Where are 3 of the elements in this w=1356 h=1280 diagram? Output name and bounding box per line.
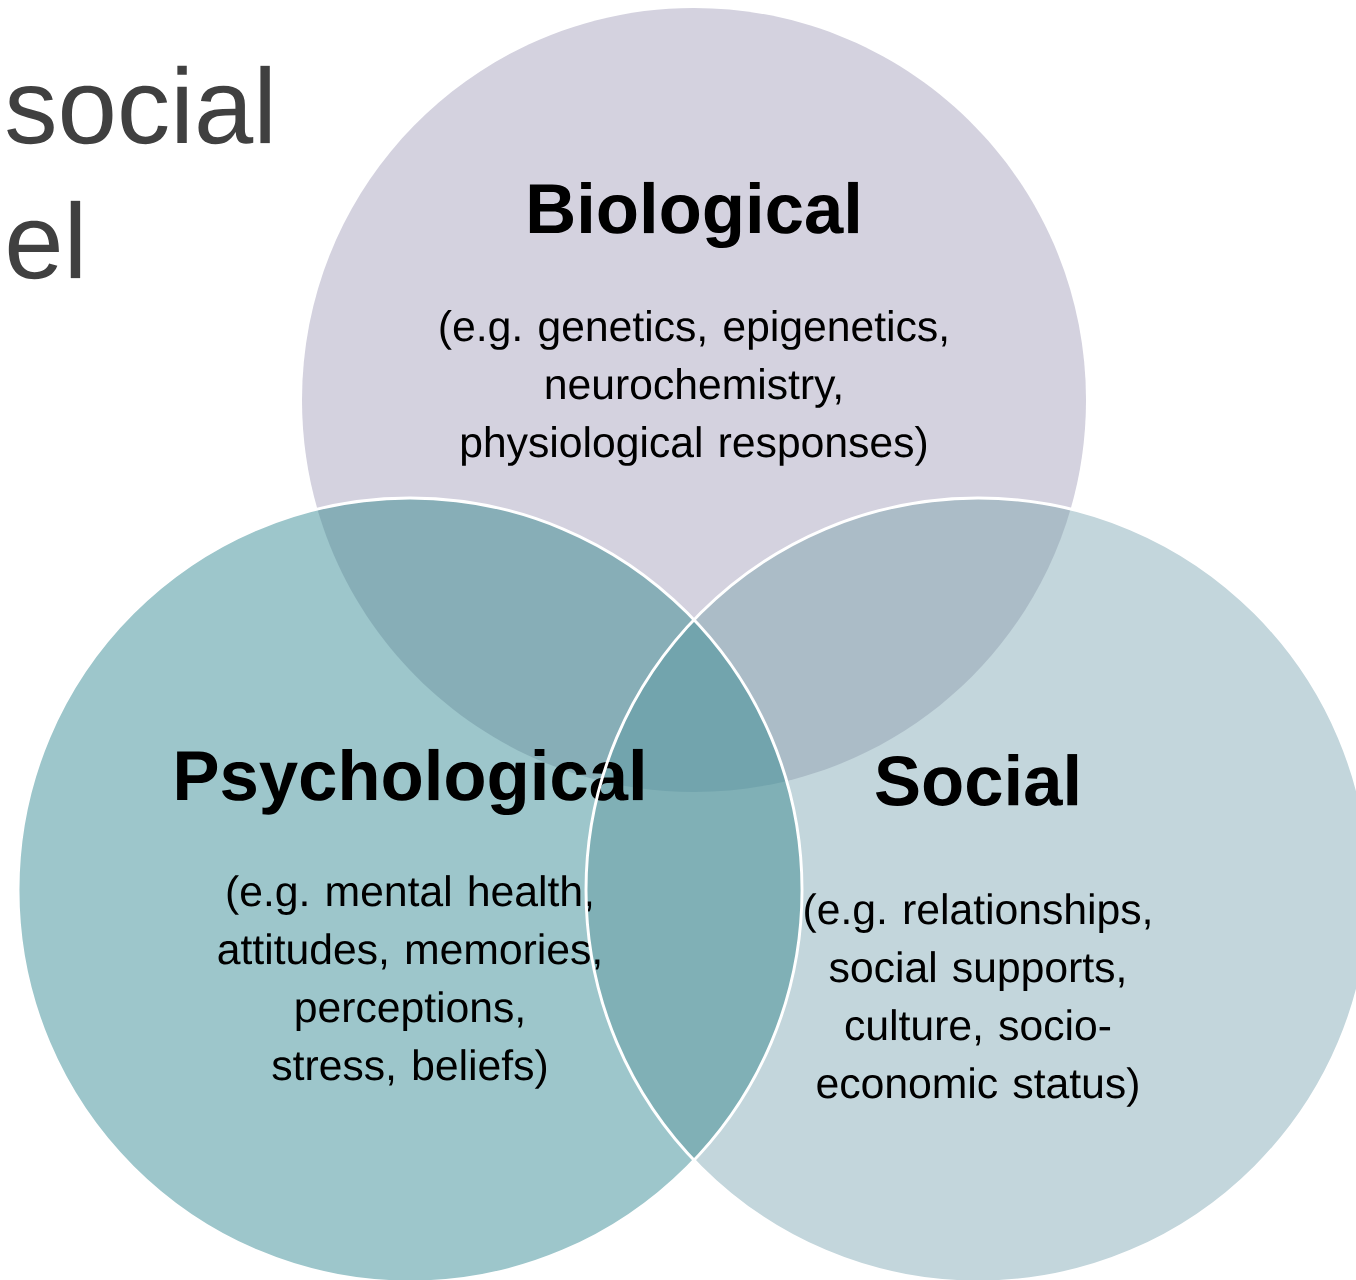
circle-description: (e.g. relationships, social supports, culture, socio-economic status) [805,893,1150,1107]
circle-description: (e.g. mental health, attitudes, memories, perceptions, stress, beliefs) [218,875,600,1089]
title-fragment: el [8,200,81,280]
